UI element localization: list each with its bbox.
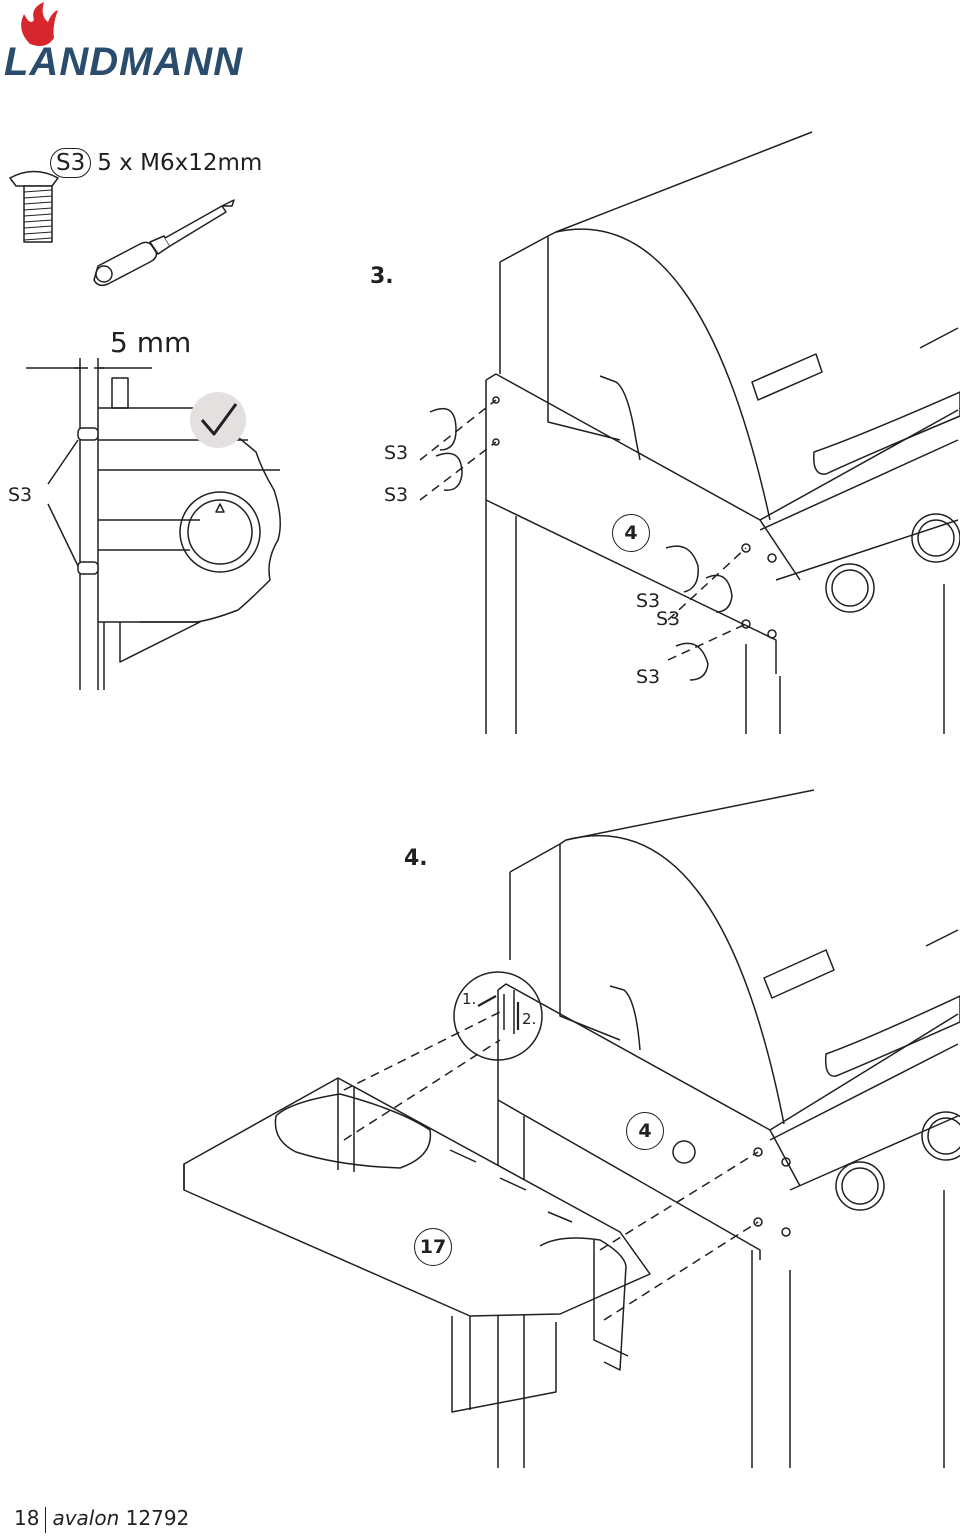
grill-step3 <box>419 131 960 734</box>
model-name: avalon <box>52 1506 120 1530</box>
screw-label-5: S3 <box>636 666 661 688</box>
dimension-label: 5 mm <box>110 326 192 359</box>
checkmark-icon <box>190 392 246 448</box>
screwdriver-icon <box>93 199 235 287</box>
screw-label-2: S3 <box>384 484 409 506</box>
page-number: 18 <box>14 1506 40 1530</box>
detail-view <box>26 358 281 690</box>
motion-step-1: 1. <box>462 990 477 1008</box>
brand-logo: LANDMANN <box>4 40 244 84</box>
hardware-tag: S3 <box>50 148 92 178</box>
flame-logo <box>21 2 58 46</box>
page-footer: 18 avalon 12792 <box>14 1506 189 1533</box>
grill-step4 <box>183 789 960 1468</box>
screw-label-4: S3 <box>656 608 681 630</box>
screw-label-3: S3 <box>636 590 661 612</box>
model-code: 12792 <box>125 1506 190 1530</box>
screw-icon <box>9 170 59 243</box>
motion-step-2: 2. <box>522 1010 537 1028</box>
step-3-number: 3. <box>370 264 394 289</box>
part-number-4-step4: 4 <box>626 1112 664 1150</box>
step-4-number: 4. <box>404 846 428 871</box>
hardware-spec-text: 5 x M6x12mm <box>97 150 263 176</box>
screw-label-1: S3 <box>384 442 409 464</box>
part-number-17: 17 <box>414 1228 452 1266</box>
detail-screw-label: S3 <box>8 484 33 506</box>
part-number-4-step3: 4 <box>612 514 650 552</box>
